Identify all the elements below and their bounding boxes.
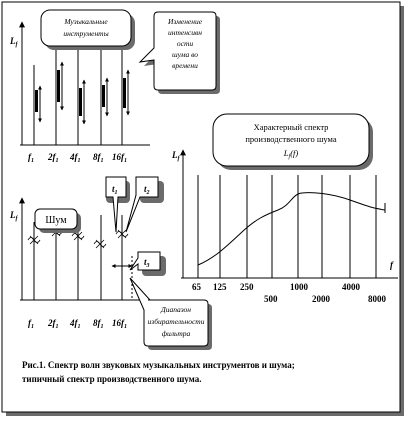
t3-box: t3 <box>129 251 166 276</box>
callout-range-line-1: Диапазон <box>160 305 191 314</box>
callout-instruments-line-1: Музыкальные <box>63 17 108 26</box>
intensity-bar-2 <box>57 70 60 102</box>
spectrum-title-line-2: производственного шума <box>245 134 336 144</box>
freq-500: 500 <box>264 294 278 304</box>
noise-mark-4 <box>93 239 107 249</box>
callout-noise-line-3: ости <box>177 39 193 48</box>
callout-noise-line-1: Изменение <box>167 17 203 26</box>
freq-2000: 2000 <box>312 294 331 304</box>
freq-250: 250 <box>240 282 254 292</box>
t1-box: t1 <box>105 176 130 233</box>
top-tick-5: 16f1 <box>112 152 127 164</box>
spectrum-axis-label: Lf <box>171 150 181 162</box>
callout-noise-line-5: времени <box>172 61 198 70</box>
callout-range-line-2: избирательности <box>148 317 205 326</box>
panel-spectrum: Lf f 65 125 250 1000 4000 500 2000 8000 … <box>171 113 398 304</box>
caption-line-1: Рис.1. Спектр волн звуковых музыкальных … <box>22 360 295 370</box>
bottom-axis-label: Lf <box>9 210 19 222</box>
freq-125: 125 <box>213 282 227 292</box>
freq-1000: 1000 <box>290 282 309 292</box>
callout-instruments-line-2: инструменты <box>63 29 108 38</box>
spectrum-title-formula: Lf(f) <box>283 148 299 160</box>
noise-mark-1 <box>27 235 41 245</box>
freq-4000: 4000 <box>342 282 361 292</box>
spectrum-title-line-1: Характерный спектр <box>254 122 329 132</box>
top-tick-1: f1 <box>28 152 34 164</box>
spectrum-x-label: f <box>390 260 394 270</box>
noise-mark-5 <box>115 229 129 239</box>
t3-label: t3 <box>144 257 150 269</box>
panel-bottom: Lf Шум t1 t2 <box>9 176 212 350</box>
callout-filter-range: Диапазон избирательности фильтра <box>129 277 212 350</box>
callout-instruments: Музыкальные инструменты <box>40 9 135 50</box>
noise-mark-3 <box>71 231 85 241</box>
spectrum-title-box: Характерный спектр производственного шум… <box>212 113 373 170</box>
bottom-tick-1: f1 <box>28 318 34 330</box>
noise-label-box: Шум <box>34 208 81 233</box>
callout-noise-intensity: Изменение интенсивн ости шума во времени <box>138 11 220 94</box>
callout-noise-line-4: шума во <box>172 50 198 59</box>
intensity-bar-5 <box>123 78 126 108</box>
bottom-tick-4: 8f1 <box>93 318 104 330</box>
top-axis-label: Lf <box>9 36 19 48</box>
caption-line-2: типичный спектр производственного шума. <box>22 374 202 384</box>
top-tick-3: 4f1 <box>69 152 81 164</box>
bottom-tick-2: 2f1 <box>47 318 59 330</box>
bottom-tick-3: 4f1 <box>69 318 81 330</box>
t1-label: t1 <box>112 184 118 196</box>
top-tick-2: 2f1 <box>47 152 59 164</box>
bottom-tick-5: 16f1 <box>112 318 127 330</box>
intensity-bar-3 <box>79 88 82 116</box>
t2-box: t2 <box>125 176 164 233</box>
callout-noise-line-2: интенсивн <box>168 28 202 37</box>
top-tick-4: 8f1 <box>93 152 104 164</box>
t2-label: t2 <box>144 184 150 196</box>
caption: Рис.1. Спектр волн звуковых музыкальных … <box>22 360 295 384</box>
callout-range-line-3: фильтра <box>162 329 191 338</box>
panel-top: Lf f1 2f1 4f1 8f1 16f1 Музыкальные <box>9 9 220 164</box>
intensity-bar-4 <box>102 85 105 107</box>
freq-8000: 8000 <box>368 294 387 304</box>
freq-65: 65 <box>192 282 202 292</box>
noise-label: Шум <box>45 215 67 226</box>
spectrum-curve <box>197 192 386 266</box>
intensity-bar-1 <box>35 90 38 112</box>
